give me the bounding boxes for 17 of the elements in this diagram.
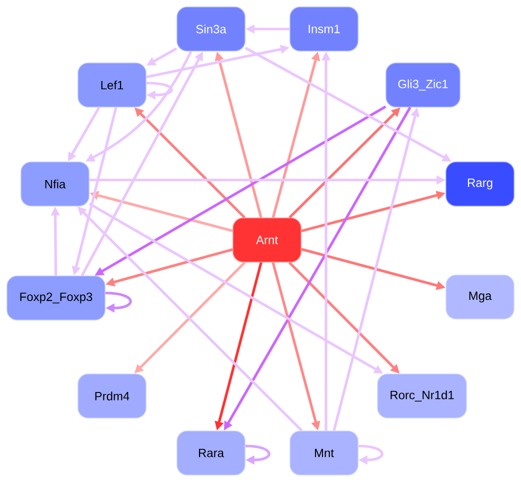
node-box: Nfia bbox=[20, 162, 90, 206]
node-box: Insm1 bbox=[290, 6, 358, 52]
node-box: Rara bbox=[176, 430, 246, 476]
node-box: Mga bbox=[446, 274, 514, 320]
node-box: Mnt bbox=[290, 430, 358, 476]
node-box: Foxp2_Foxp3 bbox=[6, 276, 106, 320]
loop-arrow bbox=[245, 444, 270, 465]
node-box: Rarg bbox=[446, 162, 514, 206]
node-box: Gli3_Zic1 bbox=[386, 62, 460, 108]
node-box: Lef1 bbox=[78, 62, 146, 108]
loop-arrow bbox=[146, 82, 173, 100]
loop-arrow bbox=[358, 444, 384, 465]
node-box: Prdm4 bbox=[78, 374, 146, 418]
loop-arrow bbox=[105, 292, 132, 313]
node-box: Arnt bbox=[232, 218, 302, 262]
node-box: Rorc_Nr1d1 bbox=[377, 374, 467, 418]
node-box: Sin3a bbox=[176, 6, 246, 52]
